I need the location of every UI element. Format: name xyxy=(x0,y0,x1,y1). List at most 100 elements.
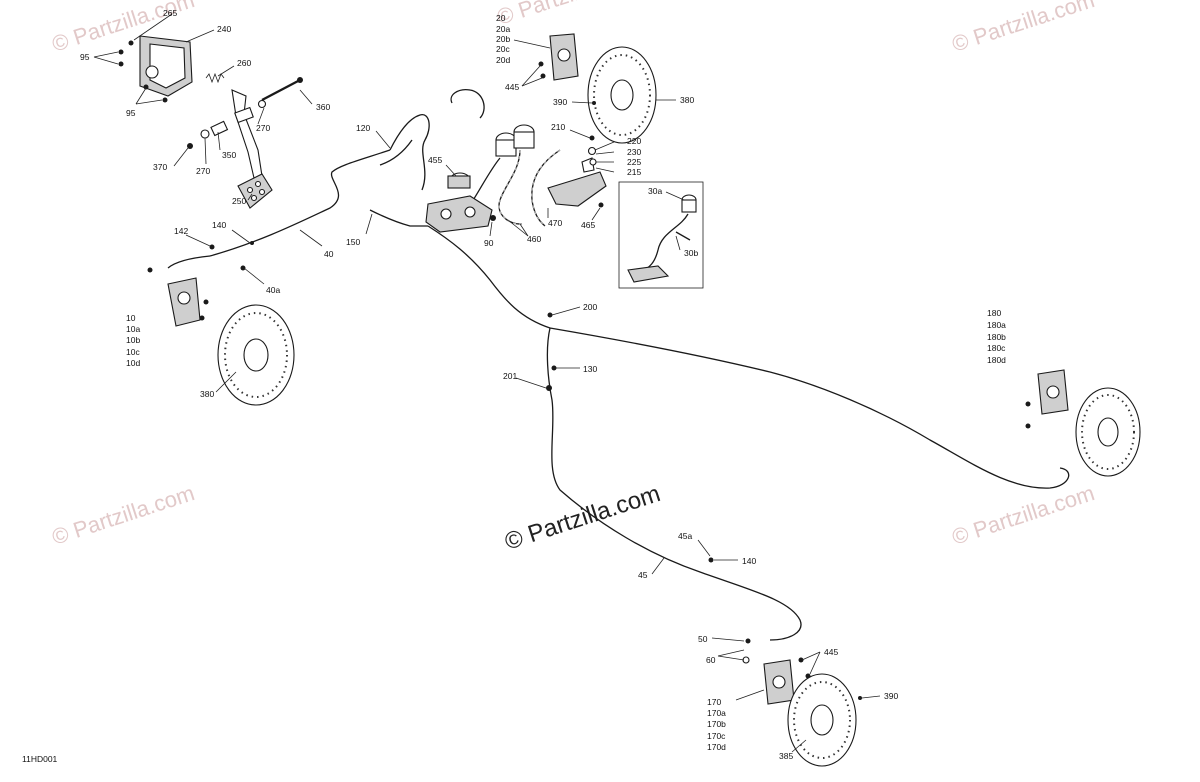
callout-170b: 170b xyxy=(707,719,726,729)
rear-right-brake xyxy=(1025,369,1141,477)
bolt-icon xyxy=(589,135,595,141)
clip-icon xyxy=(250,241,254,245)
master-cylinder-assembly xyxy=(379,89,607,233)
return-spring xyxy=(205,72,225,84)
screw-icon xyxy=(592,101,596,105)
callout-250: 250 xyxy=(232,196,246,206)
callout-390: 390 xyxy=(553,97,567,107)
callout-360: 360 xyxy=(316,102,330,112)
callout-240: 240 xyxy=(217,24,231,34)
bolt-icon xyxy=(143,84,149,90)
callout-20d: 20d xyxy=(496,55,510,65)
washer-icon xyxy=(587,146,597,156)
callout-20: 20 xyxy=(496,13,506,23)
nut-icon xyxy=(187,143,193,149)
washer-icon xyxy=(200,129,210,139)
inset-master-cylinder xyxy=(627,265,670,283)
clip-icon xyxy=(209,244,215,250)
bolt-icon xyxy=(1025,423,1031,429)
callout-470: 470 xyxy=(548,218,562,228)
callout-90: 90 xyxy=(484,238,494,248)
reservoir-feed-hose xyxy=(469,157,501,206)
callout-10c: 10c xyxy=(126,347,140,357)
bushing xyxy=(210,120,229,137)
brake-line-45 xyxy=(546,327,802,641)
callout-270: 270 xyxy=(256,123,270,133)
bolt-icon xyxy=(203,299,209,305)
callout-170a: 170a xyxy=(707,708,726,718)
callout-380: 380 xyxy=(200,389,214,399)
brake-line-142 xyxy=(167,255,211,269)
callout-20c: 20c xyxy=(496,44,510,54)
bolt-head-icon xyxy=(297,77,303,83)
callout-445: 445 xyxy=(505,82,519,92)
callout-130: 130 xyxy=(583,364,597,374)
disc-holes xyxy=(793,681,851,759)
front-left-brake xyxy=(147,267,295,406)
callout-210: 210 xyxy=(551,122,565,132)
callout-20b: 20b xyxy=(496,34,510,44)
inset-hose xyxy=(675,231,691,241)
callout-215: 215 xyxy=(627,167,641,177)
pedal-arm xyxy=(231,89,263,179)
bolt-icon xyxy=(199,315,205,321)
callout-170d: 170d xyxy=(707,742,726,752)
caliper-piston xyxy=(772,675,786,689)
bolt-icon xyxy=(118,49,124,55)
callout-200: 200 xyxy=(583,302,597,312)
watermark: © Partzilla.com xyxy=(494,0,643,30)
callout-40a: 40a xyxy=(266,285,280,295)
callout-180b: 180b xyxy=(987,332,1006,342)
brake-pedal-assembly xyxy=(118,35,303,209)
reservoir-body xyxy=(447,175,471,189)
bolt-icon xyxy=(490,215,496,221)
brake-lines xyxy=(167,149,1070,641)
bolt-icon xyxy=(798,657,804,663)
callout-201: 201 xyxy=(503,371,517,381)
callout-180d: 180d xyxy=(987,355,1006,365)
callout-95: 95 xyxy=(126,108,136,118)
callout-45: 45 xyxy=(638,570,648,580)
diagram-code: 11HD001 xyxy=(22,754,58,764)
disc-holes xyxy=(593,54,651,136)
rear-left-brake xyxy=(742,638,862,767)
callout-10: 10 xyxy=(126,313,136,323)
hose-470-pattern xyxy=(531,149,561,227)
center-watermark: © Partzilla.com xyxy=(502,480,664,556)
callout-30a: 30a xyxy=(648,186,662,196)
callout-220: 220 xyxy=(627,136,641,146)
bolt-icon xyxy=(598,202,604,208)
clip-icon xyxy=(708,557,714,563)
callout-45a: 45a xyxy=(678,531,692,541)
callout-390: 390 xyxy=(884,691,898,701)
inset-reservoir-body xyxy=(681,199,697,213)
brake-line xyxy=(379,139,413,166)
callout-455: 455 xyxy=(428,155,442,165)
fluid-reservoir-body xyxy=(495,139,517,157)
callout-230: 230 xyxy=(627,147,641,157)
bolt-icon xyxy=(538,61,544,67)
leader-lines xyxy=(93,13,881,753)
caliper-piston xyxy=(557,48,571,62)
callout-260: 260 xyxy=(237,58,251,68)
hose-460 xyxy=(498,149,523,225)
callout-350: 350 xyxy=(222,150,236,160)
disc-holes xyxy=(224,312,288,398)
callout-180c: 180c xyxy=(987,343,1006,353)
brake-line-150 xyxy=(369,209,428,227)
callout-40: 40 xyxy=(324,249,334,259)
bleeder-icon xyxy=(147,267,153,273)
watermarks: © Partzilla.com © Partzilla.com © Partzi… xyxy=(49,0,1098,556)
watermark: © Partzilla.com xyxy=(949,0,1098,57)
watermark: © Partzilla.com xyxy=(49,480,198,550)
callout-95: 95 xyxy=(80,52,90,62)
callout-225: 225 xyxy=(627,157,641,167)
callout-50: 50 xyxy=(698,634,708,644)
callout-142: 142 xyxy=(174,226,188,236)
clip-icon xyxy=(546,385,552,391)
callout-265: 265 xyxy=(163,8,177,18)
brake-line-40 xyxy=(209,149,391,257)
bolt-icon xyxy=(162,97,168,103)
callout-140: 140 xyxy=(742,556,756,566)
